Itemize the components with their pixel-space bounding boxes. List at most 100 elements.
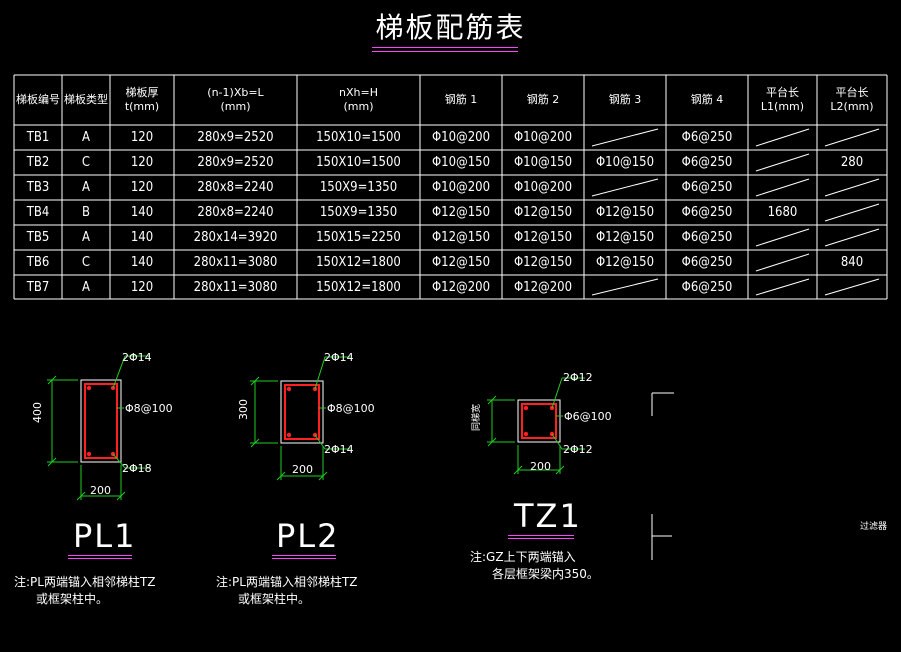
tz1-title-underline [508, 538, 574, 539]
table-cell: C [81, 155, 91, 170]
table-cell: Φ12@150 [431, 255, 491, 270]
table-cell: 120 [130, 130, 154, 145]
table-cell: 140 [130, 205, 154, 220]
table-cell: Φ10@150 [431, 155, 491, 170]
table-cell: TB3 [26, 180, 50, 195]
pl1-top-bar-label: 2Φ14 [122, 351, 152, 364]
pl1-section-drawing [47, 355, 150, 501]
table-header-text: 钢筋 3 [608, 93, 642, 106]
table-cell: 120 [130, 280, 154, 295]
table-cell: Φ12@150 [513, 230, 573, 245]
table-cell: 1680 [767, 205, 798, 220]
table-cell: TB1 [26, 130, 50, 145]
table-cell: 150X15=2250 [316, 230, 401, 245]
pl2-top-bar-label: 2Φ14 [324, 351, 354, 364]
table-cell: TB7 [26, 280, 50, 295]
empty-cell-diagonals [591, 128, 880, 296]
table-cell: 280x9=2520 [197, 130, 274, 145]
pl2-note-line2: 或框架柱中。 [238, 592, 311, 606]
table-cell: C [81, 255, 91, 270]
table-cell: 280x11=3080 [193, 280, 278, 295]
table-cell: 280x9=2520 [197, 155, 274, 170]
table-header-text: 平台长 [766, 86, 799, 99]
table-cell: TB2 [26, 155, 50, 170]
table-cell: 140 [130, 230, 154, 245]
pl2-stirrup-label: Φ8@100 [327, 402, 375, 415]
table-cell: B [81, 205, 91, 220]
table-cell: Φ6@250 [681, 255, 733, 270]
partial-plan-fragment [651, 392, 674, 560]
table-header-cell: 钢筋 2 [502, 93, 584, 107]
table-cell: A [82, 130, 90, 145]
pl2-section-drawing [250, 356, 350, 481]
table-grid [13, 74, 888, 300]
table-header-cell: 梯板编号 [14, 93, 62, 107]
table-header-text: (n-1)Xb=L [207, 86, 264, 99]
table-header-text: 钢筋 2 [526, 93, 560, 106]
table-cell: 280x8=2240 [197, 205, 274, 220]
pl2-title-underline [272, 555, 336, 556]
table-cell: A [82, 230, 90, 245]
title-underline [372, 51, 518, 52]
table-cell: 150X9=1350 [319, 180, 398, 195]
table-cell: 840 [840, 255, 864, 270]
tz1-width-dimension: 200 [530, 460, 551, 473]
pl1-width-dimension: 200 [90, 484, 111, 497]
table-header-text: 平台长 [835, 86, 869, 99]
table-cell: Φ6@250 [681, 155, 733, 170]
page-title: 梯板配筋表 [375, 11, 526, 44]
table-header-cell: (n-1)Xb=L(mm) [174, 86, 297, 114]
table-cell: 120 [130, 155, 154, 170]
table-cell: Φ10@200 [431, 130, 491, 145]
table-cell: Φ6@250 [681, 130, 733, 145]
table-cell: 280x14=3920 [193, 230, 278, 245]
tz1-bottom-bar-label: 2Φ12 [563, 443, 593, 456]
table-header-cell: 钢筋 4 [666, 93, 748, 107]
table-cell: 120 [130, 180, 154, 195]
pl1-title-underline [68, 555, 132, 556]
table-cell: Φ12@150 [595, 230, 655, 245]
table-header-cell: 梯板类型 [62, 93, 110, 107]
tz1-stirrup-label: Φ6@100 [564, 410, 612, 423]
table-cell: 140 [130, 255, 154, 270]
pl2-bottom-bar-label: 2Φ14 [324, 443, 354, 456]
table-cell: Φ10@200 [513, 180, 573, 195]
pl1-stirrup-label: Φ8@100 [125, 402, 173, 415]
table-header-text: L1(mm) [760, 99, 805, 113]
table-cell: Φ12@200 [431, 280, 491, 295]
table-cell: A [82, 180, 90, 195]
table-header-cell: 钢筋 1 [420, 93, 502, 107]
pl1-note-line1: 注:PL两端锚入相邻梯柱TZ [14, 575, 156, 589]
table-cell: 150X9=1350 [319, 205, 398, 220]
table-header-text: L2(mm) [830, 99, 874, 113]
table-header-text: 梯板编号 [16, 93, 60, 106]
table-cell: Φ12@150 [595, 255, 655, 270]
tz1-title: TZ1 [514, 497, 582, 535]
pl1-bottom-bar-label: 2Φ18 [122, 462, 152, 475]
table-cell: Φ6@250 [681, 280, 733, 295]
tz1-section-drawing [487, 377, 585, 475]
table-header-cell: 钢筋 3 [584, 93, 666, 107]
table-header-text: 钢筋 1 [444, 93, 478, 106]
table-cell: Φ12@150 [513, 205, 573, 220]
table-header-text: 梯板厚 [125, 86, 159, 99]
table-header-cell: nXh=H(mm) [297, 86, 420, 114]
pl1-title-underline [68, 558, 132, 559]
table-cell: TB4 [26, 205, 50, 220]
tz1-top-bar-label: 2Φ12 [563, 371, 593, 384]
table-cell: 280x11=3080 [193, 255, 278, 270]
title-underline [372, 47, 518, 48]
table-cell: Φ10@150 [513, 155, 573, 170]
tz1-note-line2: 各层框架梁内350。 [492, 567, 599, 581]
table-header-text: (mm) [343, 99, 374, 113]
pl2-note-line1: 注:PL两端锚入相邻梯柱TZ [216, 575, 358, 589]
table-cell: TB5 [26, 230, 50, 245]
table-cell: Φ10@200 [431, 180, 491, 195]
table-cell: 150X12=1800 [316, 280, 401, 295]
table-cell: Φ6@250 [681, 205, 733, 220]
table-cell: Φ10@150 [595, 155, 655, 170]
table-cell: 280x8=2240 [197, 180, 274, 195]
